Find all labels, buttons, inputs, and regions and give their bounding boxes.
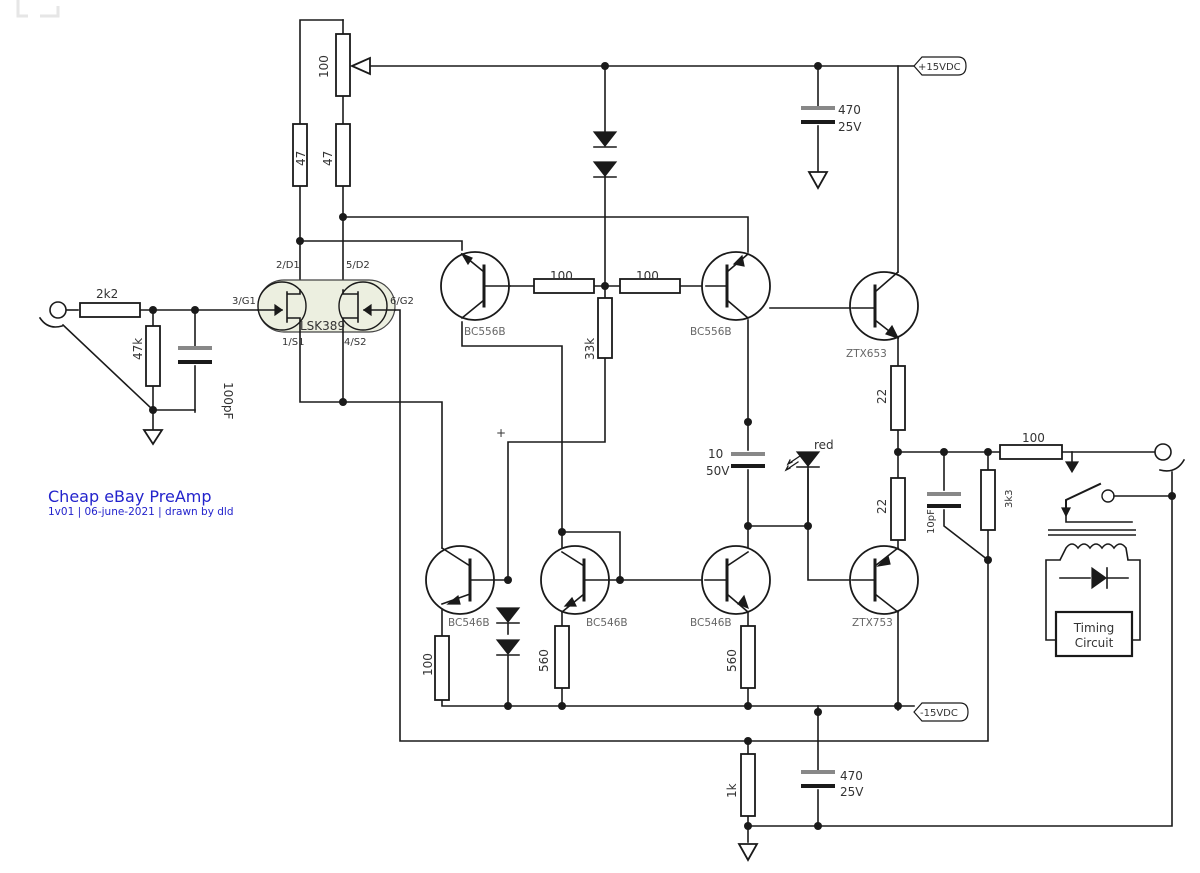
resistor-22a: [890, 365, 906, 431]
label-r-560b: 560: [725, 649, 739, 672]
output-jack: [1154, 443, 1172, 461]
label-pin-d2: 5/D2: [346, 260, 370, 271]
label-c-bot-v: 470: [840, 769, 863, 783]
input-jack: [49, 301, 67, 319]
label-pin-d1: 2/D1: [276, 260, 300, 271]
label-c-top-r: 25V: [838, 120, 862, 134]
label-q1: BC556B: [464, 326, 506, 338]
schematic-subtitle: 1v01 | 06-june-2021 | drawn by dld: [48, 506, 234, 518]
label-r-47k: 47k: [131, 338, 145, 360]
label-c-fb: 10pF: [926, 509, 937, 534]
label-pin-s1: 1/S1: [282, 337, 304, 348]
label-pin-s2: 4/S2: [344, 337, 366, 348]
label-r-out: 100: [1022, 431, 1045, 445]
q1-bc556b: [440, 251, 511, 321]
label-c-top-v: 470: [838, 103, 861, 117]
labels: 2k2 47k 100pF 100 47 47 2/D1 5/D2 3/G1 6…: [96, 55, 1114, 799]
label-q4: BC546B: [448, 617, 490, 629]
label-r-22a: 22: [875, 389, 889, 404]
junction-dots: [149, 62, 1176, 830]
trim-wiper-arrow: [349, 56, 371, 76]
label-r-47a: 47: [294, 151, 308, 166]
label-polarity: +: [496, 426, 506, 440]
label-r-1k: 1k: [725, 783, 739, 798]
title-block: Cheap eBay PreAmp 1v01 | 06-june-2021 | …: [48, 488, 234, 519]
ground-symbols: [142, 171, 829, 862]
label-timing-1: Timing: [1073, 621, 1115, 635]
label-neg-rail: -15VDC: [920, 708, 958, 719]
label-led: red: [814, 438, 834, 452]
label-r-in: 2k2: [96, 287, 118, 301]
resistor-560a: [554, 625, 570, 689]
label-q2: BC556B: [690, 326, 732, 338]
resistor-2k2: [79, 302, 141, 318]
resistor-3k3: [980, 469, 996, 531]
resistor-47b: [335, 123, 351, 187]
label-pin-g1: 3/G1: [232, 296, 256, 307]
label-jfet-part: LSK389: [300, 319, 345, 333]
resistor-47k: [145, 325, 161, 387]
schematic-title: Cheap eBay PreAmp: [48, 487, 212, 506]
label-r-47b: 47: [321, 151, 335, 166]
label-r-3k3: 3k3: [1004, 489, 1015, 508]
q3-ztx653: [849, 270, 919, 341]
label-c-bot-r: 25V: [840, 785, 864, 799]
label-c-mid-r: 50V: [706, 464, 730, 478]
label-c-in: 100pF: [221, 382, 235, 420]
corner-mark: [16, 0, 60, 18]
resistor-100a: [533, 278, 595, 294]
resistors: [79, 33, 1063, 817]
resistor-trim-100: [335, 33, 351, 97]
timing-circuit-box: [1054, 610, 1134, 658]
label-q3: ZTX653: [846, 348, 887, 360]
q2-bc556b: [701, 251, 771, 321]
label-r-560a: 560: [537, 649, 551, 672]
label-q6: BC546B: [690, 617, 732, 629]
relay: [1048, 461, 1173, 658]
diodes: [495, 131, 1108, 656]
resistor-out-100: [999, 444, 1063, 460]
label-q7: ZTX753: [852, 617, 893, 629]
q5-bc546b: [540, 545, 621, 615]
label-pos-rail: +15VDC: [918, 62, 961, 73]
resistor-100c: [434, 635, 450, 701]
capacitors: [178, 106, 961, 788]
resistor-47a: [292, 123, 308, 187]
resistor-560b: [740, 625, 756, 689]
wiring: [61, 19, 1173, 843]
label-timing-2: Circuit: [1075, 636, 1114, 650]
label-r-100b: 100: [636, 269, 659, 283]
pos-rail-tag: [913, 56, 967, 76]
resistor-1k: [740, 753, 756, 817]
label-r-33k: 33k: [583, 338, 597, 360]
label-c-mid-v: 10: [708, 447, 723, 461]
resistor-22b: [890, 477, 906, 541]
jfet-lsk389: [257, 279, 396, 333]
resistor-33k: [597, 297, 613, 359]
label-r-100a: 100: [550, 269, 573, 283]
connectors: [38, 56, 1186, 722]
q6-bc546b: [701, 545, 771, 615]
label-pin-g2: 6/G2: [390, 296, 414, 307]
neg-rail-tag: [913, 702, 969, 722]
q4-bc546b: [425, 545, 509, 615]
q7-ztx753: [849, 545, 919, 615]
label-r-trim: 100: [317, 55, 331, 78]
label-r-22b: 22: [875, 499, 889, 514]
transistors: [425, 251, 919, 615]
label-r-100c: 100: [421, 653, 435, 676]
resistor-100b: [619, 278, 681, 294]
label-q5: BC546B: [586, 617, 628, 629]
